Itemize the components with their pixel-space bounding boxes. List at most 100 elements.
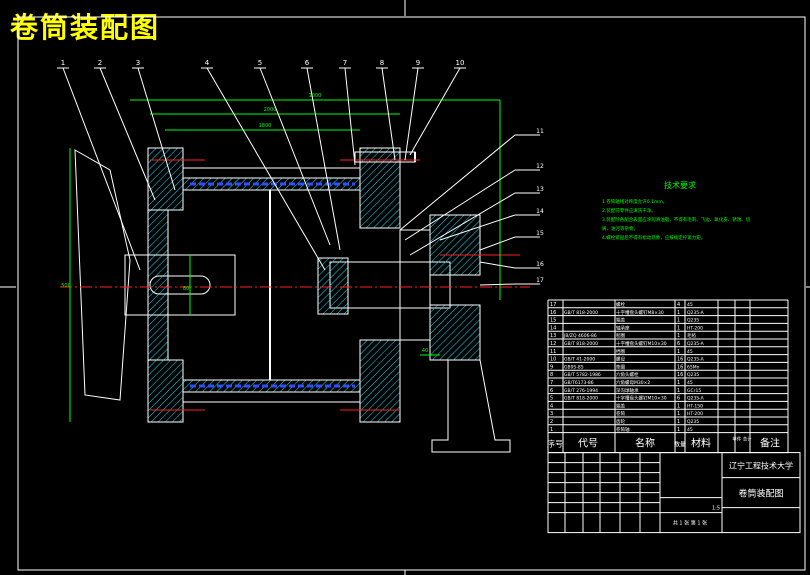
parts-row-name: 端盖 (616, 317, 625, 324)
parts-row-material: 65Mn (687, 364, 700, 370)
parts-row-material: 45 (687, 349, 693, 355)
parts-row-name: 垫圈 (616, 363, 625, 370)
parts-row-material: GCr15 (687, 388, 701, 394)
parts-header-weight: 单件 总计 (732, 436, 752, 443)
callout-14-number: 14 (536, 208, 544, 215)
parts-row-qty: 1 (677, 419, 680, 425)
parts-row-qty: 16 (677, 372, 683, 378)
parts-header-remark: 备注 (760, 437, 780, 450)
parts-row-material: HT-200 (687, 411, 703, 417)
parts-row-no: 3 (550, 411, 553, 417)
parts-row-name: 十字槽盘头螺钉M8×30 (616, 309, 664, 316)
callout-15-number: 15 (536, 230, 544, 237)
parts-row-no: 5 (550, 396, 553, 402)
parts-row-code: GB/T6173-86 (564, 380, 594, 386)
parts-header-code: 代号 (578, 438, 598, 450)
support-stand (431, 359, 511, 453)
parts-row-qty: 1 (677, 325, 680, 331)
callout-12-leader (404, 169, 516, 241)
callout-6-number: 6 (305, 59, 310, 67)
parts-row-no: 13 (550, 333, 556, 339)
parts-row-material: Q235-A (687, 310, 705, 316)
callout-6-leader (306, 67, 341, 251)
parts-row-material: Q235 (687, 372, 699, 378)
callout-10-leader (409, 67, 461, 156)
bearing (317, 257, 349, 315)
dim-overall-label: 1000 (309, 93, 322, 99)
right-flange-top (359, 147, 401, 229)
parts-row-no: 2 (550, 419, 553, 425)
tech-req-heading: 技术要求 (664, 180, 696, 190)
parts-row-no: 16 (550, 310, 556, 316)
parts-row-qty: 6 (677, 341, 680, 347)
left-flange-bottom (147, 359, 184, 423)
callout-12-number: 12 (536, 163, 544, 170)
callout-3-leader (137, 67, 176, 191)
callout-16-number: 16 (536, 261, 544, 268)
parts-row-no: 1 (550, 427, 553, 433)
parts-row-name: 毡圈 (616, 332, 625, 339)
parts-row-code: GB/T 818-2000 (564, 396, 598, 402)
parts-row-code: JB/ZQ 4606-86 (563, 333, 597, 339)
parts-row-no: 15 (550, 318, 556, 324)
parts-row-material: HT-200 (687, 325, 703, 331)
parts-header-no: 序号 (547, 439, 563, 449)
keyway (149, 275, 211, 295)
callout-7-number: 7 (343, 59, 347, 67)
callout-17-leader (479, 283, 516, 286)
parts-row-qty: 1 (677, 318, 680, 324)
parts-row-no: 17 (550, 302, 556, 308)
housing-top (429, 214, 481, 276)
callout-11-leader (399, 134, 516, 231)
parts-row-no: 12 (550, 341, 556, 347)
callout-5-number: 5 (258, 59, 262, 67)
callout-3-number: 3 (136, 59, 140, 67)
shaft-left (124, 254, 236, 316)
parts-row-code: GB/T 41-2000 (564, 357, 595, 363)
callout-13-number: 13 (536, 186, 544, 193)
parts-row-no: 14 (550, 325, 556, 331)
parts-row-code: GB/T 5782-1986 (564, 372, 601, 378)
callout-4-leader (206, 67, 326, 271)
callout-9-leader (404, 67, 419, 161)
callout-16-leader (479, 261, 516, 269)
parts-row-qty: 1 (677, 411, 680, 417)
parts-row-name: 十字槽盘头螺钉M10×30 (616, 340, 667, 347)
parts-row-no: 11 (550, 349, 556, 355)
gear-outline (74, 149, 131, 401)
parts-row-name: 轴承座 (616, 324, 630, 331)
tech-req-item: 3.装配时各配合表面应涂润滑油脂，不得有毛刺、飞边、氧化皮、锈蚀、切 (602, 216, 751, 223)
parts-row-material: 毛毡 (687, 332, 696, 339)
parts-row-material: Q235 (687, 419, 699, 425)
parts-row-name: 六角螺母M30×2 (616, 379, 650, 386)
parts-row-name: 卷筒 (616, 410, 625, 417)
title-block-school: 辽宁工程技术大学 (729, 461, 793, 471)
parts-row-name: 挡圈 (616, 348, 625, 355)
parts-row-qty: 1 (677, 333, 680, 339)
callout-1-number: 1 (61, 59, 65, 67)
parts-row-material: HT-150 (687, 403, 703, 409)
parts-row-qty: 1 (677, 403, 680, 409)
parts-row-qty: 1 (677, 349, 680, 355)
parts-row-qty: 1 (677, 310, 680, 316)
callout-7-leader (344, 67, 356, 166)
parts-row-no: 7 (550, 380, 553, 386)
dim-inner-label: 1800 (259, 123, 272, 129)
callout-5-leader (259, 67, 331, 246)
parts-row-code: GB95-85 (564, 364, 584, 370)
parts-row-no: 4 (550, 403, 553, 409)
parts-row-qty: 1 (677, 427, 680, 433)
end-cap (399, 229, 431, 341)
parts-row-material: 45 (687, 302, 693, 308)
parts-row-material: Q235-A (687, 357, 705, 363)
callout-8-number: 8 (380, 59, 384, 67)
parts-row-qty: 1 (677, 380, 680, 386)
parts-row-qty: 6 (677, 396, 680, 402)
housing-bottom (429, 304, 481, 361)
parts-row-name: 螺栓 (616, 301, 625, 308)
left-hub (147, 209, 169, 361)
parts-row-material: 45 (687, 427, 693, 433)
tech-req-item: 4.螺栓紧固后不得有松动现象，应按规定拧紧力矩。 (602, 234, 705, 241)
parts-header-qty: 数量 (674, 441, 686, 449)
